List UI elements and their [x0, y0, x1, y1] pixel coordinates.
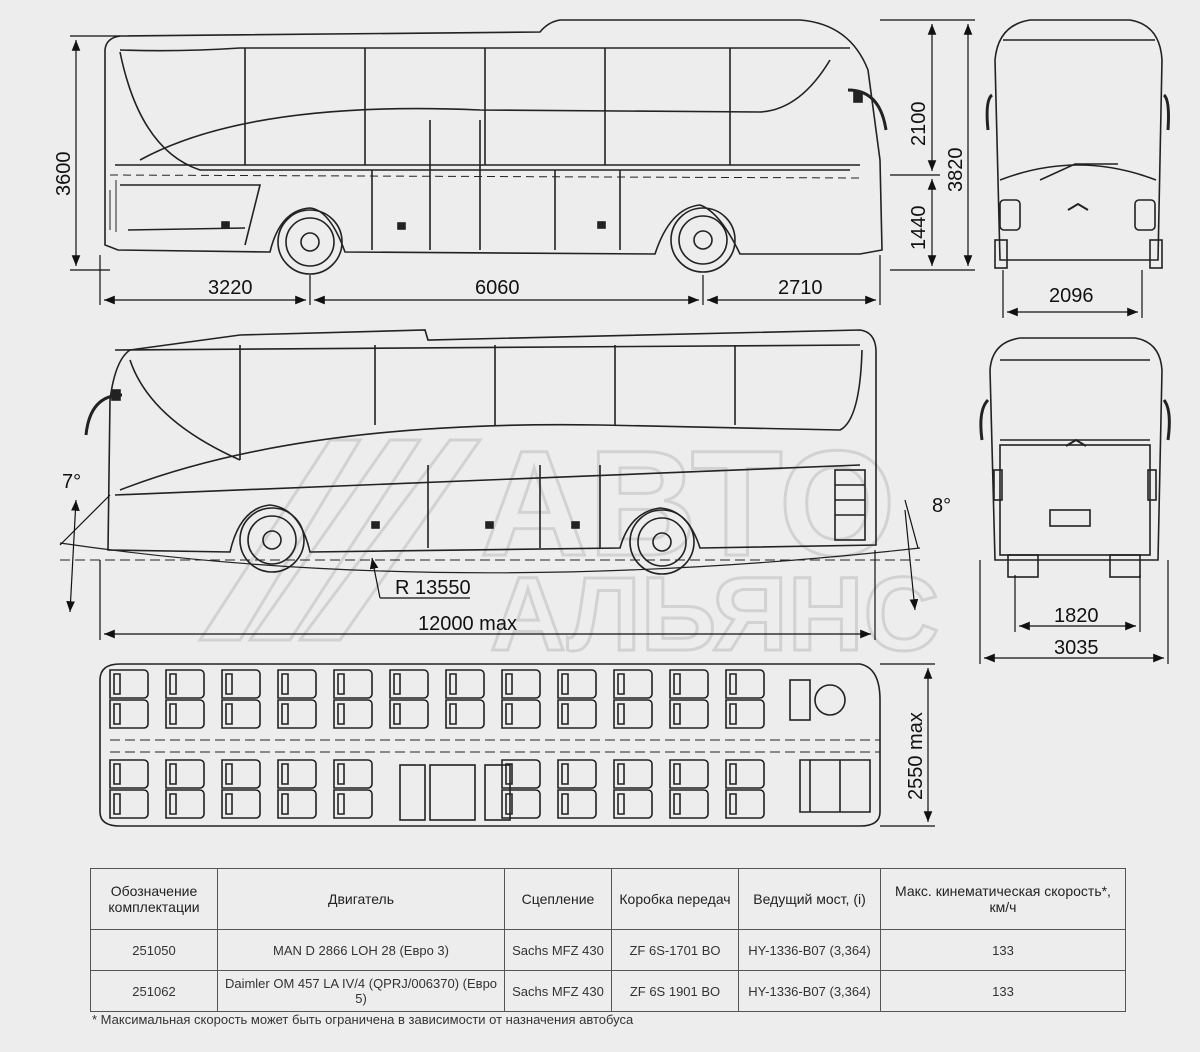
dim-total-length: 12000 max: [418, 613, 517, 635]
seat: [613, 669, 653, 699]
seat: [501, 789, 541, 819]
seat: [725, 789, 765, 819]
header-max-speed: Макс. кинематическая скорость*, км/ч: [880, 868, 1126, 930]
table-row: 251050 MAN D 2866 LOH 28 (Евро 3) Sachs …: [90, 929, 1126, 971]
dim-lower-height: 1440: [908, 206, 930, 251]
dim-rear-overhang: 2710: [778, 277, 823, 299]
seat: [613, 759, 653, 789]
cell-config: 251050: [90, 929, 218, 971]
seat: [501, 669, 541, 699]
seat-row-bottom: [109, 759, 765, 819]
seat: [389, 699, 429, 729]
seat: [277, 789, 317, 819]
cell-gearbox: ZF 6S 1901 BO: [611, 970, 739, 1012]
seat: [333, 669, 373, 699]
header-config: Обозначение комплектации: [90, 868, 218, 930]
seat: [109, 669, 149, 699]
cell-drive-axle: HY-1336-B07 (3,364): [738, 929, 881, 971]
seat: [613, 789, 653, 819]
dim-departure-angle: 8°: [932, 495, 951, 517]
dim-total-height: 3820: [945, 148, 967, 193]
seat: [501, 759, 541, 789]
cell-clutch: Sachs MFZ 430: [504, 970, 612, 1012]
spec-table: Обозначение комплектации Двигатель Сцепл…: [90, 868, 1126, 1012]
seat: [109, 699, 149, 729]
seat: [445, 669, 485, 699]
seat: [669, 759, 709, 789]
dim-approach-angle: 7°: [62, 471, 81, 493]
footnote: * Максимальная скорость может быть огран…: [92, 1012, 634, 1027]
seat: [445, 699, 485, 729]
seat: [277, 759, 317, 789]
side-view-left-dimensions: [59, 494, 919, 640]
cell-max-speed: 133: [880, 970, 1126, 1012]
seat: [557, 789, 597, 819]
cell-config: 251062: [90, 970, 218, 1012]
header-gearbox: Коробка передач: [611, 868, 739, 930]
rear-view: [979, 337, 1171, 578]
seat: [557, 669, 597, 699]
seat: [221, 789, 261, 819]
cell-drive-axle: HY-1336-B07 (3,364): [738, 970, 881, 1012]
seat: [165, 789, 205, 819]
seat: [669, 699, 709, 729]
cell-max-speed: 133: [880, 929, 1126, 971]
dim-body-height: 3600: [53, 152, 75, 197]
dim-mirror-width: 3035: [1054, 637, 1099, 659]
dim-turning-radius: R 13550: [395, 577, 471, 599]
seat: [221, 699, 261, 729]
seat: [389, 669, 429, 699]
seat: [557, 699, 597, 729]
seat: [725, 699, 765, 729]
seat: [277, 669, 317, 699]
seat: [557, 759, 597, 789]
seat: [277, 699, 317, 729]
seat: [109, 789, 149, 819]
cell-engine: MAN D 2866 LOH 28 (Евро 3): [217, 929, 505, 971]
header-clutch: Сцепление: [504, 868, 612, 930]
rear-view-dimensions: [979, 560, 1169, 664]
dim-front-overhang: 3220: [208, 277, 253, 299]
seat: [669, 669, 709, 699]
side-view-dimension-labels: 3220 6060 2710 3600 2100 1440 3820: [53, 102, 967, 300]
header-drive-axle: Ведущий мост, (i): [738, 868, 881, 930]
side-view-dimensions: [70, 19, 975, 305]
side-view-left: [59, 329, 921, 575]
seat: [221, 759, 261, 789]
seat: [333, 789, 373, 819]
dim-front-track: 2096: [1049, 285, 1094, 307]
seat-row-top: [109, 669, 765, 729]
seat: [109, 759, 149, 789]
table-row: 251062 Daimler OM 457 LA IV/4 (QPRJ/0063…: [90, 970, 1126, 1012]
seat: [613, 699, 653, 729]
seat: [333, 759, 373, 789]
seat: [165, 669, 205, 699]
spec-table-header-row: Обозначение комплектации Двигатель Сцепл…: [90, 868, 1126, 930]
seat: [221, 669, 261, 699]
dim-width: 2550 max: [905, 712, 927, 800]
dim-rear-track: 1820: [1054, 605, 1099, 627]
dim-wheelbase: 6060: [475, 277, 520, 299]
seat: [165, 759, 205, 789]
seat: [669, 789, 709, 819]
seat: [725, 669, 765, 699]
front-view-dimensions: [1002, 270, 1143, 318]
seat: [333, 699, 373, 729]
dim-upper-height: 2100: [908, 102, 930, 147]
seat: [725, 759, 765, 789]
seat: [501, 699, 541, 729]
front-view: [985, 19, 1170, 269]
plan-view: [99, 663, 881, 827]
watermark-line2: АЛЬЯНС: [490, 556, 939, 673]
cell-engine: Daimler OM 457 LA IV/4 (QPRJ/006370) (Ев…: [217, 970, 505, 1012]
side-view-right: [104, 19, 888, 275]
plan-view-dimensions: [880, 663, 935, 827]
seat: [165, 699, 205, 729]
cell-clutch: Sachs MFZ 430: [504, 929, 612, 971]
watermark: АВТО АЛЬЯНС: [197, 418, 941, 675]
cell-gearbox: ZF 6S-1701 BO: [611, 929, 739, 971]
header-engine: Двигатель: [217, 868, 505, 930]
